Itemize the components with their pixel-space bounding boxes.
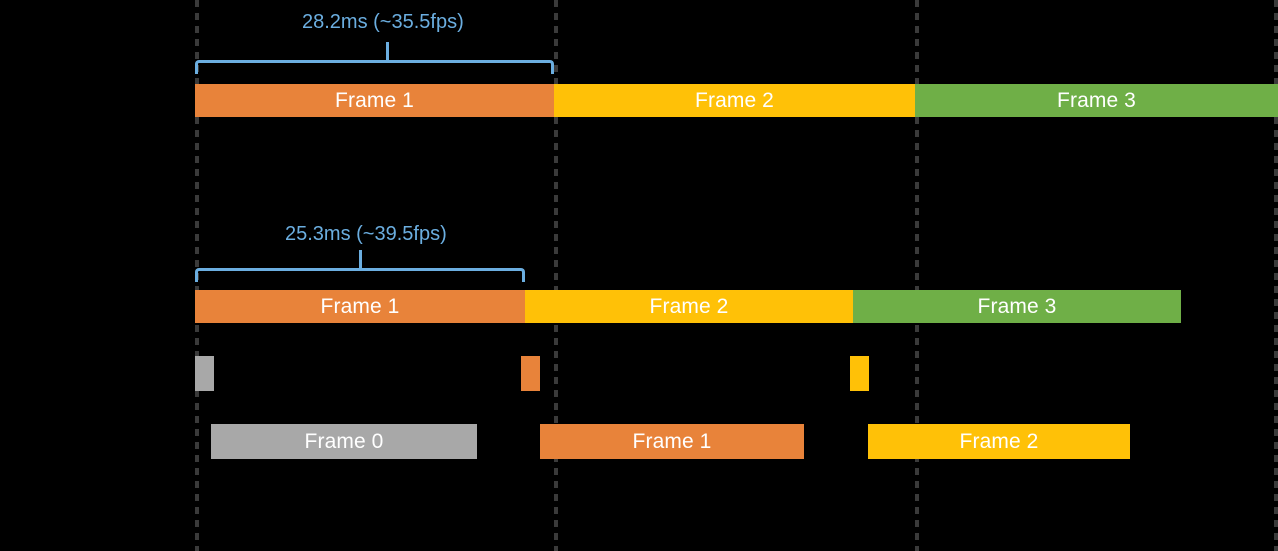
present-marker-1 — [521, 356, 540, 391]
frame-bar-row1-frame1: Frame 1 — [195, 84, 554, 117]
vsync-gridline-3 — [1274, 0, 1278, 551]
frame-bar-label: Frame 2 — [649, 295, 729, 318]
frame-time-label-bottom: 25.3ms (~39.5fps) — [285, 223, 447, 245]
measure-brace-stem-top — [386, 42, 389, 62]
present-marker-0 — [195, 356, 214, 391]
display-bar-label: Frame 2 — [959, 430, 1039, 453]
present-marker-2 — [850, 356, 869, 391]
measure-brace-stem-bottom — [359, 250, 362, 269]
frame-time-label-top: 28.2ms (~35.5fps) — [302, 11, 464, 33]
frame-bar-label: Frame 1 — [320, 295, 400, 318]
frame-bar-row1-frame3: Frame 3 — [915, 84, 1278, 117]
frame-bar-row2-frame3: Frame 3 — [853, 290, 1181, 323]
display-bar-label: Frame 1 — [632, 430, 712, 453]
vsync-gridline-2 — [915, 0, 919, 551]
vsync-gridline-1 — [554, 0, 558, 551]
display-bar-frame0: Frame 0 — [211, 424, 477, 459]
display-bar-frame1: Frame 1 — [540, 424, 804, 459]
frame-bar-label: Frame 3 — [977, 295, 1057, 318]
measure-brace-bottom — [195, 268, 525, 282]
display-bar-label: Frame 0 — [304, 430, 384, 453]
frame-bar-row2-frame1: Frame 1 — [195, 290, 525, 323]
measure-brace-top — [195, 60, 554, 74]
frame-bar-row1-frame2: Frame 2 — [554, 84, 915, 117]
frame-bar-label: Frame 3 — [1057, 89, 1136, 112]
frame-bar-label: Frame 1 — [335, 89, 414, 112]
display-bar-frame2: Frame 2 — [868, 424, 1130, 459]
frame-bar-label: Frame 2 — [695, 89, 774, 112]
frame-bar-row2-frame2: Frame 2 — [525, 290, 853, 323]
